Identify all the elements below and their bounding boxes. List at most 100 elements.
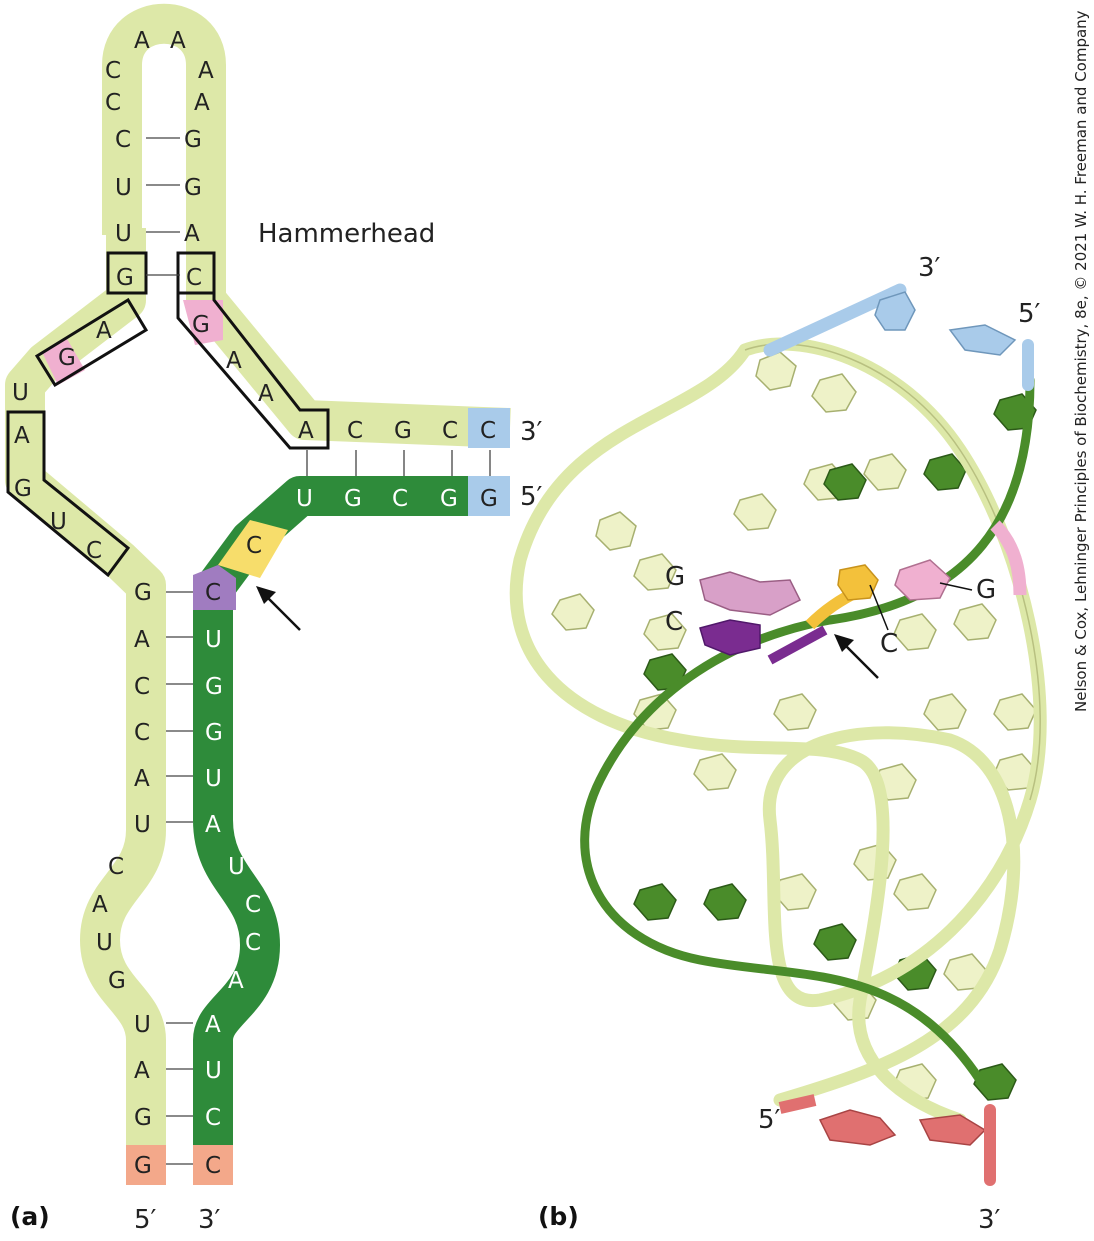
nt: G: [205, 720, 223, 746]
nt: C: [480, 418, 496, 444]
panel-label-a: (a): [10, 1202, 50, 1231]
nt: C: [134, 720, 150, 746]
purple-backbone-segment: [767, 625, 828, 665]
substrate-top-nucleotides: U G C G: [296, 486, 498, 512]
label-5prime-bottom-b: 5′: [758, 1105, 781, 1135]
label-3prime-bottom-b: 3′: [978, 1205, 1001, 1235]
nt: U: [50, 509, 67, 535]
loop-nucleotides: A C C C U A A U A G G A: [105, 28, 214, 247]
panel-a-secondary-structure: A C C C U A A U A G G A G C A G U A G U …: [5, 3, 543, 1235]
nt: A: [14, 423, 30, 449]
label-3prime-bottom: 3′: [198, 1205, 221, 1235]
nt: C: [86, 538, 102, 564]
red-base-5prime: [818, 1109, 897, 1146]
nt: C: [245, 930, 261, 956]
enzyme-backbone-outline: [744, 343, 1041, 801]
nt: G: [58, 345, 76, 371]
nt: G: [205, 674, 223, 700]
salmon-highlight-left: [126, 1145, 166, 1185]
top-strand-nucleotides: C G C C: [347, 418, 496, 444]
cleavage-arrow-a: [256, 586, 301, 631]
title-hammerhead: Hammerhead: [258, 219, 435, 249]
left-lower-nucleotides: G A C C A U C A U G U A G G: [92, 580, 152, 1179]
cleavage-c-yellow: C: [246, 533, 262, 559]
nt: U: [134, 1012, 151, 1038]
conserved-boxes: [6, 251, 330, 578]
label-c-center: C: [880, 629, 898, 659]
nt: C: [134, 674, 150, 700]
nt: G: [440, 486, 458, 512]
label-g-left: G: [665, 562, 685, 592]
stem1-left-g: G: [116, 265, 134, 291]
nt: U: [205, 1058, 222, 1084]
label-3prime-top-b: 3′: [918, 253, 941, 283]
pink-base-g-left: [699, 571, 802, 616]
blue-highlight-top: [468, 408, 510, 448]
nt: A: [134, 28, 150, 54]
label-5prime-top: 5′: [520, 482, 543, 512]
base-rings: [551, 351, 1037, 1101]
nt: G: [14, 476, 32, 502]
left-arm-nucleotides: A G U A G U C: [12, 318, 112, 564]
yellow-highlight: [218, 520, 288, 578]
leader-c-center: [869, 584, 889, 631]
copyright-credit: Nelson & Cox, Lehninger Principles of Bi…: [1072, 10, 1090, 712]
enzyme-left-arm: [5, 228, 166, 1165]
nt: U: [296, 486, 313, 512]
pink-base-g-right: [894, 559, 951, 601]
purple-base-c: [699, 619, 761, 656]
nt: C: [205, 1153, 221, 1179]
nt: G: [184, 127, 202, 153]
label-g-right: G: [976, 575, 996, 605]
yellow-base-c: [837, 564, 879, 601]
nt: A: [184, 221, 200, 247]
cleavage-arrow-b: [834, 634, 879, 679]
nt: A: [134, 627, 150, 653]
nt: G: [184, 175, 202, 201]
nt: G: [134, 1105, 152, 1131]
nt: U: [205, 627, 222, 653]
substrate-strand-dark: [193, 476, 510, 1165]
nt: G: [134, 1153, 152, 1179]
right-lower-nucleotides: U G G U A U C C A A U C C: [205, 627, 261, 1179]
nt: A: [205, 1012, 221, 1038]
nt: G: [134, 580, 152, 606]
nt: U: [115, 221, 132, 247]
nt: U: [96, 930, 113, 956]
nt: G: [108, 968, 126, 994]
nt: A: [205, 812, 221, 838]
blue-highlight-bottom: [468, 476, 510, 516]
blue-3prime-end: [763, 283, 907, 357]
nt: A: [298, 418, 314, 444]
blue-base-5prime: [948, 324, 1017, 356]
label-c-left: C: [665, 607, 683, 637]
nt: C: [105, 58, 121, 84]
nt: A: [194, 90, 210, 116]
base-pair-lines: [146, 137, 491, 1165]
nt: C: [105, 90, 121, 116]
nt: A: [92, 892, 108, 918]
red-5prime-end: [778, 1094, 817, 1114]
nt: A: [198, 58, 214, 84]
red-base-3prime: [918, 1114, 987, 1146]
nt: G: [192, 312, 210, 338]
label-3prime-top: 3′: [520, 417, 543, 447]
nt: C: [245, 892, 261, 918]
panel-b-3d-structure: G C C G 3′ 5′ 5′ 3′ (b): [509, 253, 1047, 1235]
enzyme-strand-light: [102, 3, 511, 448]
nt: U: [134, 812, 151, 838]
nt: A: [134, 1058, 150, 1084]
nt: C: [108, 854, 124, 880]
nt: C: [205, 1105, 221, 1131]
nt: G: [394, 418, 412, 444]
salmon-highlight-right: [193, 1145, 233, 1185]
nt: C: [115, 127, 131, 153]
nt: C: [392, 486, 408, 512]
cleavage-c-purple: C: [205, 580, 221, 606]
right-arm-nucleotides: G A A A: [192, 312, 314, 444]
nt: U: [12, 380, 29, 406]
blue-base-3prime: [874, 291, 916, 331]
nt: U: [205, 766, 222, 792]
nt: G: [480, 486, 498, 512]
